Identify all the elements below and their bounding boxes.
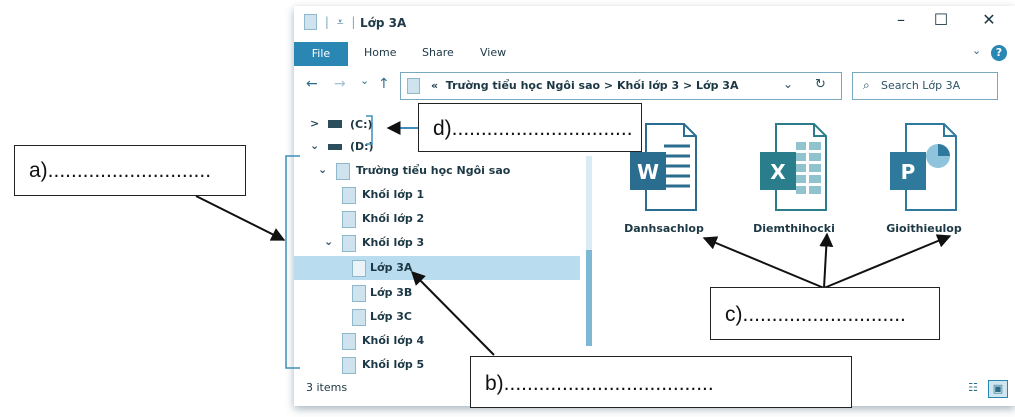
search-icon: ⌕ <box>863 78 870 92</box>
excel-letter: X <box>770 160 786 184</box>
tree-item-class-3b[interactable]: Lớp 3B <box>352 282 580 304</box>
minimize-button[interactable]: – <box>897 10 905 29</box>
collapse-icon[interactable]: ⌄ <box>318 163 328 176</box>
tree-item-grade-4[interactable]: Khối lớp 4 <box>342 330 580 352</box>
tree-item-grade-2[interactable]: Khối lớp 2 <box>342 208 580 230</box>
breadcrumb-overflow[interactable]: « <box>431 79 439 92</box>
tree-item-class-3c[interactable]: Lớp 3C <box>352 306 580 328</box>
tree-item-grade-3[interactable]: ⌄ Khối lớp 3 <box>324 232 580 254</box>
file-explorer-window: | ⩡ | Lớp 3A – ☐ ✕ File Home Share View … <box>294 6 1015 406</box>
file-item-gioithieulop[interactable]: P Gioithieulop <box>884 118 964 235</box>
powerpoint-letter: P <box>901 160 916 184</box>
quick-access-toolbar[interactable]: | ⩡ | <box>304 14 355 30</box>
powerpoint-presentation-icon: P <box>890 123 957 211</box>
folder-icon <box>352 285 366 302</box>
expand-icon[interactable]: > <box>310 117 320 130</box>
folder-icon <box>304 14 317 30</box>
navigation-bar: ← → ⌄ ↑ « Trường tiểu học Ngôi sao > Khố… <box>294 68 1015 102</box>
navigation-pane: > (C:) ⌄ (D:) ⌄ Trường tiểu học Ngôi sao… <box>294 106 586 374</box>
tree-item-label: Lớp 3A <box>370 261 413 274</box>
back-button[interactable]: ← <box>306 76 318 92</box>
folder-icon <box>352 260 366 277</box>
folder-icon <box>342 235 356 252</box>
tree-item-label: (C:) <box>350 118 373 131</box>
ribbon: File Home Share View ⌄ ? <box>294 42 1015 66</box>
breadcrumb[interactable]: « Trường tiểu học Ngôi sao > Khối lớp 3 … <box>431 79 738 92</box>
tree-item-label: Trường tiểu học Ngôi sao <box>356 164 511 177</box>
arrow-a <box>195 195 286 241</box>
scrollbar-thumb[interactable] <box>586 250 592 346</box>
title-bar: | ⩡ | Lớp 3A – ☐ ✕ <box>294 6 1015 42</box>
tab-file[interactable]: File <box>294 42 348 66</box>
word-document-icon: W <box>630 123 697 211</box>
file-list: W Danhsachlop X Diemthihocki <box>594 106 1015 374</box>
search-box[interactable]: ⌕ Search Lớp 3A <box>852 72 998 100</box>
status-bar: 3 items ☷ ▣ <box>294 376 1015 402</box>
refresh-button[interactable]: ↻ <box>815 77 826 92</box>
folder-icon <box>342 187 356 204</box>
tab-share[interactable]: Share <box>422 46 454 59</box>
folder-icon <box>342 211 356 228</box>
window-title: Lớp 3A <box>360 16 407 30</box>
tree-item-label: (D:) <box>350 140 374 153</box>
tree-item-label: Lớp 3B <box>370 286 413 299</box>
tree-item-grade-1[interactable]: Khối lớp 1 <box>342 184 580 206</box>
up-button[interactable]: ↑ <box>378 76 390 92</box>
tree-item-label: Khối lớp 5 <box>362 358 425 371</box>
tree-item-label: Khối lớp 3 <box>362 236 425 249</box>
help-icon[interactable]: ? <box>991 45 1007 61</box>
folder-icon <box>407 78 420 94</box>
breadcrumb-path[interactable]: Trường tiểu học Ngôi sao > Khối lớp 3 > … <box>445 79 739 92</box>
tree-item-label: Khối lớp 2 <box>362 212 425 225</box>
callout-c: c)............................ <box>710 287 940 340</box>
tree-item-label: Khối lớp 1 <box>362 188 425 201</box>
collapse-icon[interactable]: ⌄ <box>324 235 334 248</box>
folder-icon <box>352 309 366 326</box>
close-button[interactable]: ✕ <box>982 10 996 29</box>
address-bar[interactable]: « Trường tiểu học Ngôi sao > Khối lớp 3 … <box>400 72 842 100</box>
folder-icon <box>342 357 356 374</box>
callout-d: d)............................... <box>418 103 642 152</box>
folder-icon <box>336 163 350 180</box>
tree-item-label: Khối lớp 4 <box>362 334 425 347</box>
folder-icon <box>342 333 356 350</box>
callout-b: b).................................... <box>470 356 852 408</box>
forward-button[interactable]: → <box>334 76 346 92</box>
file-item-diemthihocki[interactable]: X Diemthihocki <box>753 118 835 235</box>
file-name: Diemthihocki <box>753 222 835 235</box>
details-view-icon[interactable]: ☷ <box>968 381 978 394</box>
search-placeholder: Search Lớp 3A <box>881 79 961 92</box>
tab-view[interactable]: View <box>480 46 507 59</box>
qat-separator: | <box>351 14 356 29</box>
tree-item-class-3a[interactable]: Lớp 3A <box>294 256 580 280</box>
tree-item-label: Lớp 3C <box>370 310 412 323</box>
recent-locations-button[interactable]: ⌄ <box>360 74 370 87</box>
qat-separator: | <box>324 14 329 29</box>
collapse-icon[interactable]: ⌄ <box>310 139 320 152</box>
item-count: 3 items <box>306 381 348 394</box>
ribbon-expand-icon[interactable]: ⌄ <box>972 44 982 57</box>
drive-icon <box>328 144 342 150</box>
address-dropdown-icon[interactable]: ⌄ <box>783 77 794 91</box>
excel-spreadsheet-icon: X <box>760 123 827 211</box>
tree-item-school[interactable]: ⌄ Trường tiểu học Ngôi sao <box>318 160 580 182</box>
drive-icon <box>328 120 342 128</box>
tree-item-grade-5[interactable]: Khối lớp 5 <box>342 354 580 376</box>
file-name: Danhsachlop <box>624 222 704 235</box>
maximize-button[interactable]: ☐ <box>933 10 949 29</box>
tab-home[interactable]: Home <box>364 46 397 59</box>
file-name: Gioithieulop <box>886 222 962 235</box>
file-item-danhsachlop[interactable]: W Danhsachlop <box>624 118 704 235</box>
callout-a: a)............................ <box>14 145 246 196</box>
large-icons-view-icon[interactable]: ▣ <box>988 380 1008 398</box>
word-letter: W <box>637 160 659 184</box>
qat-dropdown-icon[interactable]: ⩡ <box>336 14 344 29</box>
